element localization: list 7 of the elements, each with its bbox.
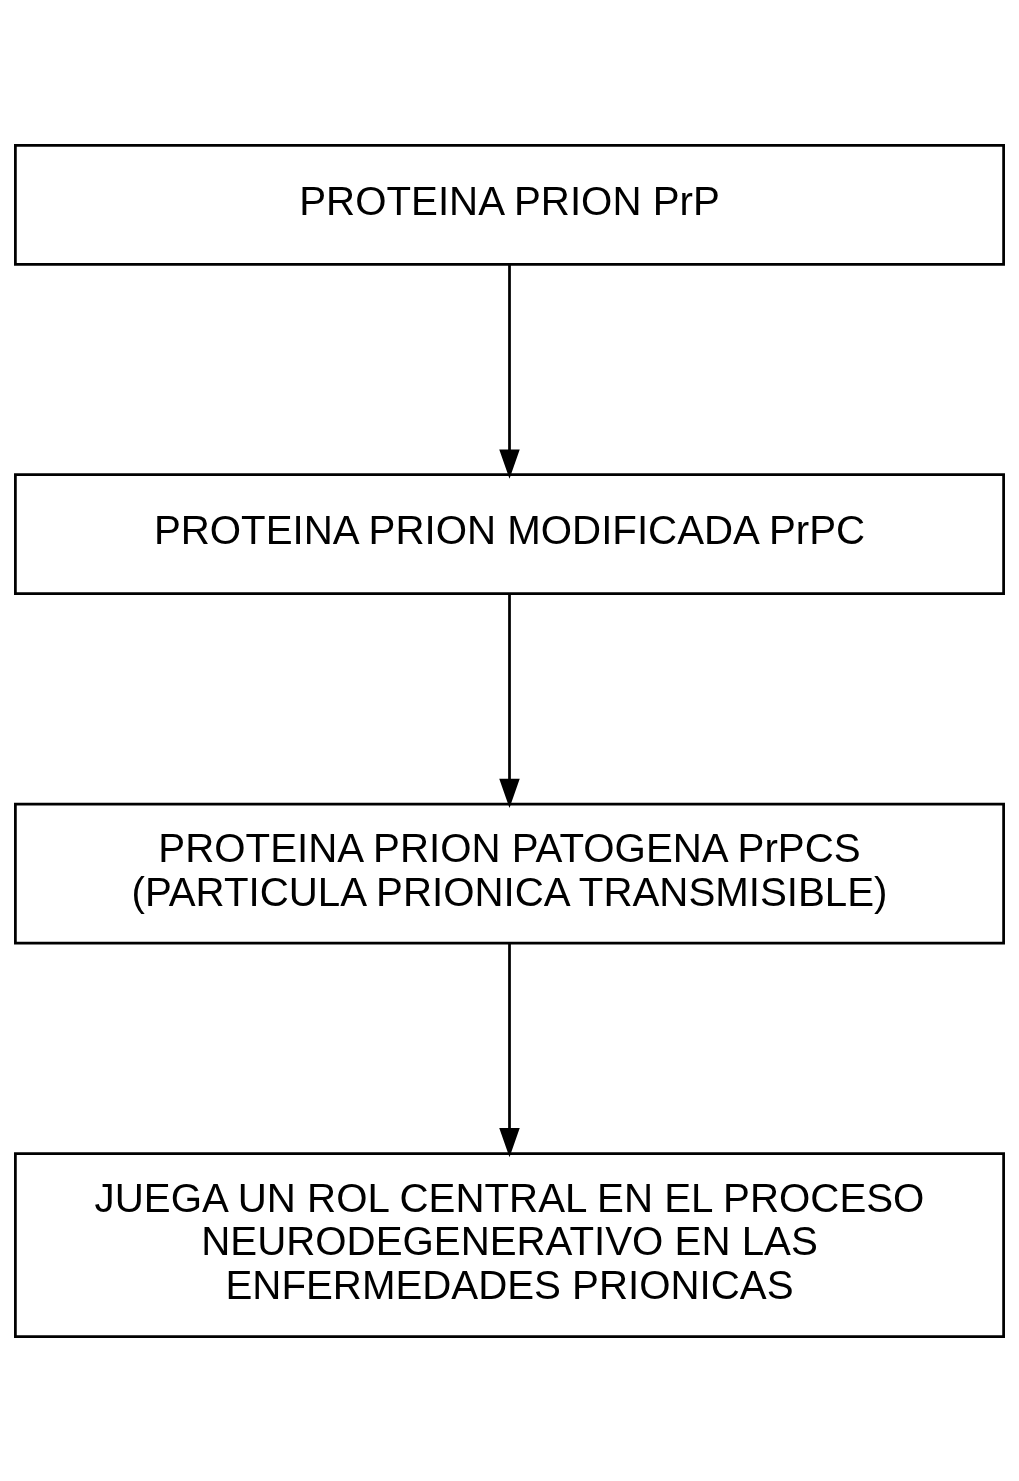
arrow — [499, 943, 520, 1157]
arrow — [499, 593, 520, 808]
node-box: JUEGA UN ROL CENTRAL EN EL PROCESO NEURODEGENERATIVO EN LAS ENFERMEDADES PRIONICAS — [14, 1151, 1005, 1338]
node-box: PROTEINA PRION MODIFICADA PrPC — [14, 472, 1005, 595]
node-box: PROTEINA PRION PATOGENA PrPCS (PARTICULA PRIONICA TRANSMISIBLE) — [14, 802, 1005, 945]
node-box: PROTEINA PRION PrP — [14, 143, 1005, 266]
arrow — [499, 264, 520, 479]
